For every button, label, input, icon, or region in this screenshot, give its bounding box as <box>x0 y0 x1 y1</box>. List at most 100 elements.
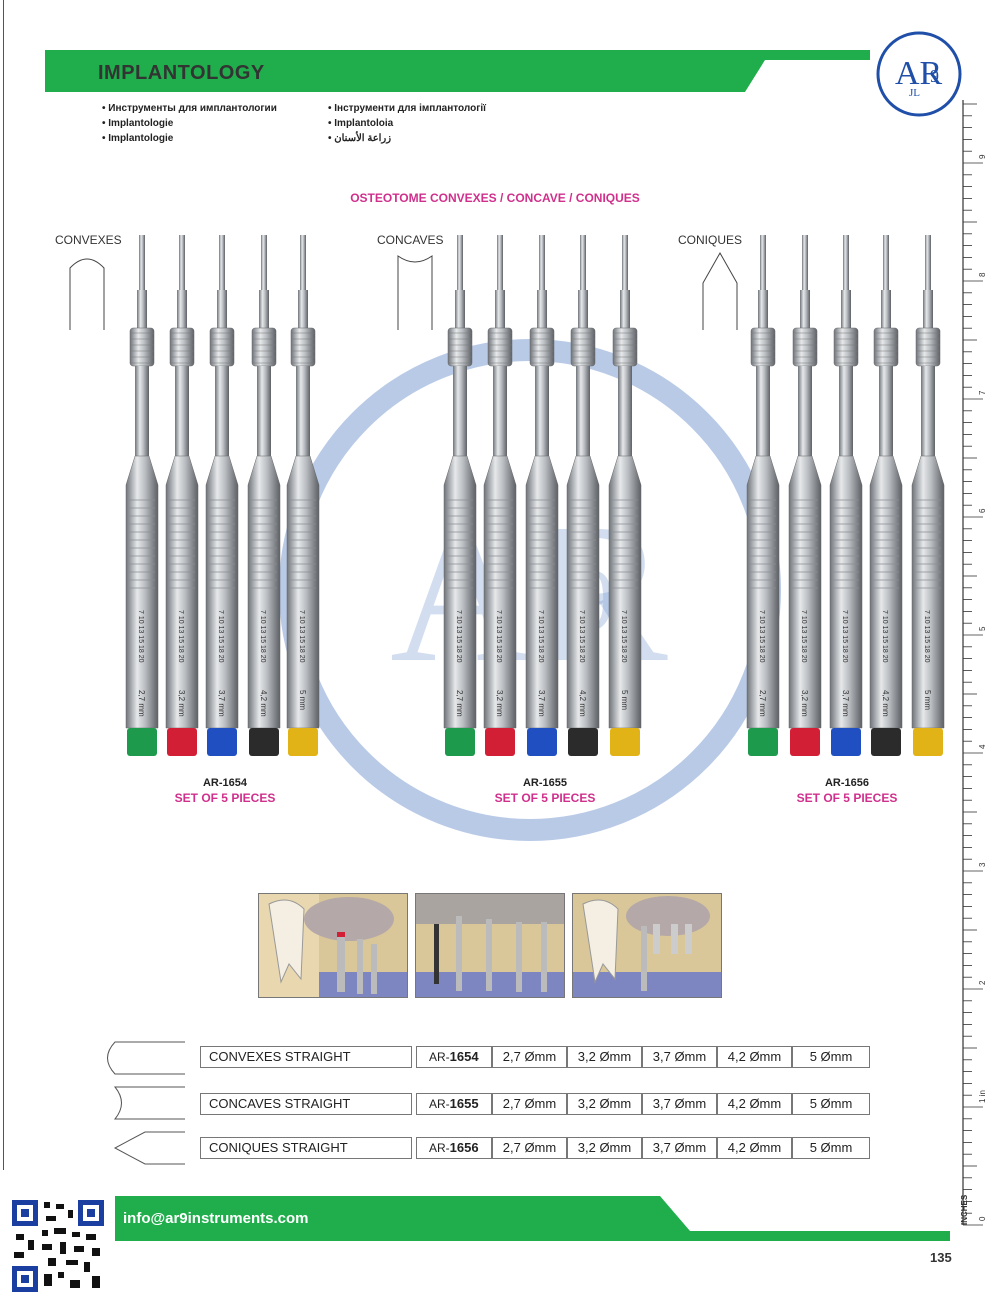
row-size: 3,7 Ømm <box>642 1093 717 1115</box>
row-size: 3,2 Ømm <box>567 1093 642 1115</box>
svg-text:7 10 13 15 18 20: 7 10 13 15 18 20 <box>758 610 765 663</box>
row-size: 5 Ømm <box>792 1137 870 1159</box>
ruler-label: 2 <box>978 980 987 985</box>
svg-text:JL: JL <box>909 87 920 99</box>
page-number: 135 <box>930 1250 952 1265</box>
table-row: CONVEXES STRAIGHT AR-1654 2,7 Ømm 3,2 Øm… <box>200 1046 870 1068</box>
svg-text:3,2 mm: 3,2 mm <box>177 690 186 717</box>
ruler-label: 6 <box>978 508 987 513</box>
brand-logo: AR JL 9 <box>876 31 962 117</box>
svg-text:7 10 13 15 18 20: 7 10 13 15 18 20 <box>881 610 888 663</box>
osteotome-instrument: 7 10 13 15 18 203,7 mm <box>525 235 559 756</box>
svg-text:9: 9 <box>930 66 939 86</box>
row-size: 4,2 Ømm <box>717 1046 792 1068</box>
svg-text:4,2 mm: 4,2 mm <box>259 690 268 717</box>
row-code: AR-1656 <box>416 1137 492 1159</box>
bullet-item: Implantologie <box>102 116 277 131</box>
illustration-concave <box>415 893 565 998</box>
svg-text:3,7 mm: 3,7 mm <box>841 690 850 717</box>
ruler-label: 4 <box>978 744 987 749</box>
row-size: 5 Ømm <box>792 1093 870 1115</box>
group-label-coniques: CONIQUES <box>678 233 743 247</box>
osteotome-instrument: 7 10 13 15 18 20 3,2 mm <box>788 235 822 756</box>
row-name: CONVEXES STRAIGHT <box>200 1046 412 1068</box>
bullets-left: Инструменты для имплантологии Implantolo… <box>102 101 277 146</box>
osteotome-instrument: 7 10 13 15 18 20 4,2 mm <box>247 235 281 756</box>
set-label-1655: SET OF 5 PIECES <box>494 791 596 805</box>
svg-text:7 10 13 15 18 20: 7 10 13 15 18 20 <box>800 610 807 663</box>
svg-text:5 mm: 5 mm <box>298 690 307 710</box>
osteotome-instrument: 7 10 13 15 18 20 3,2 mm <box>165 235 199 756</box>
contact-email-link[interactable]: info@ar9instruments.com <box>123 1210 309 1227</box>
osteotome-instrument: 7 10 13 15 18 203,2 mm <box>483 235 517 756</box>
bullet-item: Implantologie <box>102 131 277 146</box>
row-size: 2,7 Ømm <box>492 1046 567 1068</box>
osteotome-instrument: 7 10 13 15 18 20 2,7 mm <box>746 235 780 756</box>
illustration-conique <box>572 893 722 998</box>
osteotome-instrument: 7 10 13 15 18 20 4,2 mm <box>566 235 600 756</box>
svg-text:5 mm: 5 mm <box>620 690 629 710</box>
ruler-label: 8 <box>978 272 987 277</box>
page-title: IMPLANTOLOGY <box>98 62 265 84</box>
osteotome-instrument: 7 10 13 15 18 205 mm <box>911 235 945 756</box>
svg-text:2,7 mm: 2,7 mm <box>455 690 464 717</box>
svg-text:2,7 mm: 2,7 mm <box>758 690 767 717</box>
svg-text:4,2 mm: 4,2 mm <box>881 690 890 717</box>
ruler-label: 7 <box>978 390 987 395</box>
qr-code[interactable] <box>12 1200 104 1292</box>
svg-text:7 10 13 15 18 20: 7 10 13 15 18 20 <box>578 610 585 663</box>
page-edge-line <box>3 0 4 1170</box>
row-size: 3,2 Ømm <box>567 1046 642 1068</box>
svg-text:7 10 13 15 18 20: 7 10 13 15 18 20 <box>177 610 184 663</box>
set-label-1654: SET OF 5 PIECES <box>174 791 276 805</box>
osteotome-instrument: 7 10 13 15 18 203,7 mm <box>205 235 239 756</box>
convex-profile-icon <box>107 1041 185 1075</box>
convex-tip-diagram <box>69 258 105 330</box>
svg-text:7 10 13 15 18 20: 7 10 13 15 18 20 <box>259 610 266 663</box>
osteotome-instrument: 7 10 13 15 18 202,7 mm <box>125 235 159 756</box>
table-row: CONIQUES STRAIGHT AR-1656 2,7 Ømm 3,2 Øm… <box>200 1137 870 1159</box>
group-label-convexes: CONVEXES <box>55 233 122 247</box>
svg-text:3,2 mm: 3,2 mm <box>800 690 809 717</box>
row-size: 3,7 Ømm <box>642 1046 717 1068</box>
product-code-1654: AR-1654 <box>202 777 248 789</box>
section-title: OSTEOTOME CONVEXES / CONCAVE / CONIQUES <box>350 191 640 205</box>
osteotome-instrument: 7 10 13 15 18 20 4,2 mm <box>869 235 903 756</box>
svg-text:7 10 13 15 18 20: 7 10 13 15 18 20 <box>841 610 848 663</box>
set-label-1656: SET OF 5 PIECES <box>796 791 898 805</box>
row-size: 2,7 Ømm <box>492 1137 567 1159</box>
svg-text:7 10 13 15 18 20: 7 10 13 15 18 20 <box>495 610 502 663</box>
svg-text:7 10 13 15 18 20: 7 10 13 15 18 20 <box>620 610 627 663</box>
conique-tip-diagram <box>702 251 738 330</box>
group-label-concaves: CONCAVES <box>377 233 444 247</box>
product-code-1655: AR-1655 <box>522 777 568 789</box>
osteotome-instrument: 7 10 13 15 18 20 5 mm <box>286 235 320 756</box>
instrument-sets: 7 10 13 15 18 202,7 mm7 10 13 15 18 203,… <box>125 235 945 756</box>
conique-profile-icon <box>113 1131 185 1165</box>
bullet-item: زراعة الأسنان <box>328 131 486 146</box>
ruler-label: 3 <box>978 862 987 867</box>
row-name: CONCAVES STRAIGHT <box>200 1093 412 1115</box>
row-size: 3,7 Ømm <box>642 1137 717 1159</box>
row-size: 4,2 Ømm <box>717 1137 792 1159</box>
ruler-label: 9 <box>978 154 987 159</box>
svg-text:7 10 13 15 18 20: 7 10 13 15 18 20 <box>923 610 930 663</box>
illustration-convex <box>258 893 408 998</box>
svg-text:4,2 mm: 4,2 mm <box>578 690 587 717</box>
concave-profile-icon <box>113 1086 185 1120</box>
ruler-label: 5 <box>978 626 987 631</box>
header-green-bar <box>45 50 870 92</box>
svg-text:AR: AR <box>895 55 943 92</box>
row-size: 4,2 Ømm <box>717 1093 792 1115</box>
svg-text:3,7 mm: 3,7 mm <box>217 690 226 717</box>
ruler-label: 0 <box>978 1216 987 1221</box>
svg-text:INCHES: INCHES <box>960 1194 969 1225</box>
svg-text:7 10 13 15 18 20: 7 10 13 15 18 20 <box>298 610 305 663</box>
row-code: AR-1655 <box>416 1093 492 1115</box>
footer-green-bar <box>115 1196 950 1241</box>
bullets-right: Інструменти для імплантології Implantolo… <box>328 101 486 146</box>
row-size: 3,2 Ømm <box>567 1137 642 1159</box>
row-size: 5 Ømm <box>792 1046 870 1068</box>
osteotome-instrument: 7 10 13 15 18 202,7 mm <box>443 235 477 756</box>
